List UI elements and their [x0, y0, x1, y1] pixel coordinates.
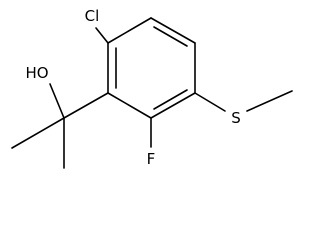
ring-double-bond-c6-c5 — [153, 26, 188, 47]
ring-bond-c6-c5 — [150, 17, 196, 44]
ring-double-bond-c4-c3 — [153, 89, 188, 110]
benzene-ring — [107, 17, 196, 119]
bond-quaternary-carbon-oh — [49, 83, 65, 119]
ring-bond-c4-c3 — [150, 92, 196, 119]
bond-methyl-left — [11, 117, 65, 149]
structure-diagram: Cl HO F S — [11, 7, 293, 169]
hydroxyl-label: HO — [25, 64, 48, 82]
bond-s-methyl — [246, 90, 293, 112]
bond-c1-cl — [95, 27, 109, 44]
fluorine-label: F — [147, 150, 156, 168]
chlorine-label: Cl — [85, 7, 100, 25]
ring-bond-c1-c6 — [107, 17, 152, 44]
bond-c2-quaternary-carbon — [63, 92, 109, 119]
bond-c4-s — [194, 92, 226, 112]
ring-bond-c3-c2 — [107, 92, 152, 119]
sulfur-label: S — [231, 109, 241, 127]
